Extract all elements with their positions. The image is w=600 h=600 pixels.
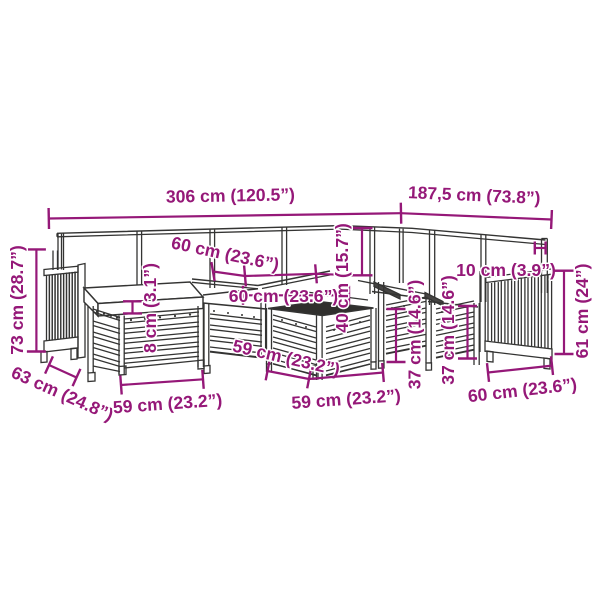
svg-text:306 cm (120.5”): 306 cm (120.5”) — [166, 184, 295, 206]
svg-text:10 cm (3.9”): 10 cm (3.9”) — [456, 260, 556, 280]
svg-text:60 cm (23.6”): 60 cm (23.6”) — [229, 286, 339, 306]
svg-text:37 cm (14.6”): 37 cm (14.6”) — [405, 280, 425, 390]
svg-text:40 cm (15.7”): 40 cm (15.7”) — [332, 223, 352, 333]
svg-text:61 cm (24”): 61 cm (24”) — [572, 264, 592, 359]
svg-text:73 cm (28.7”): 73 cm (28.7”) — [7, 245, 27, 355]
svg-text:37 cm (14.6”): 37 cm (14.6”) — [438, 275, 458, 385]
svg-text:8 cm (3.1”): 8 cm (3.1”) — [140, 263, 160, 353]
